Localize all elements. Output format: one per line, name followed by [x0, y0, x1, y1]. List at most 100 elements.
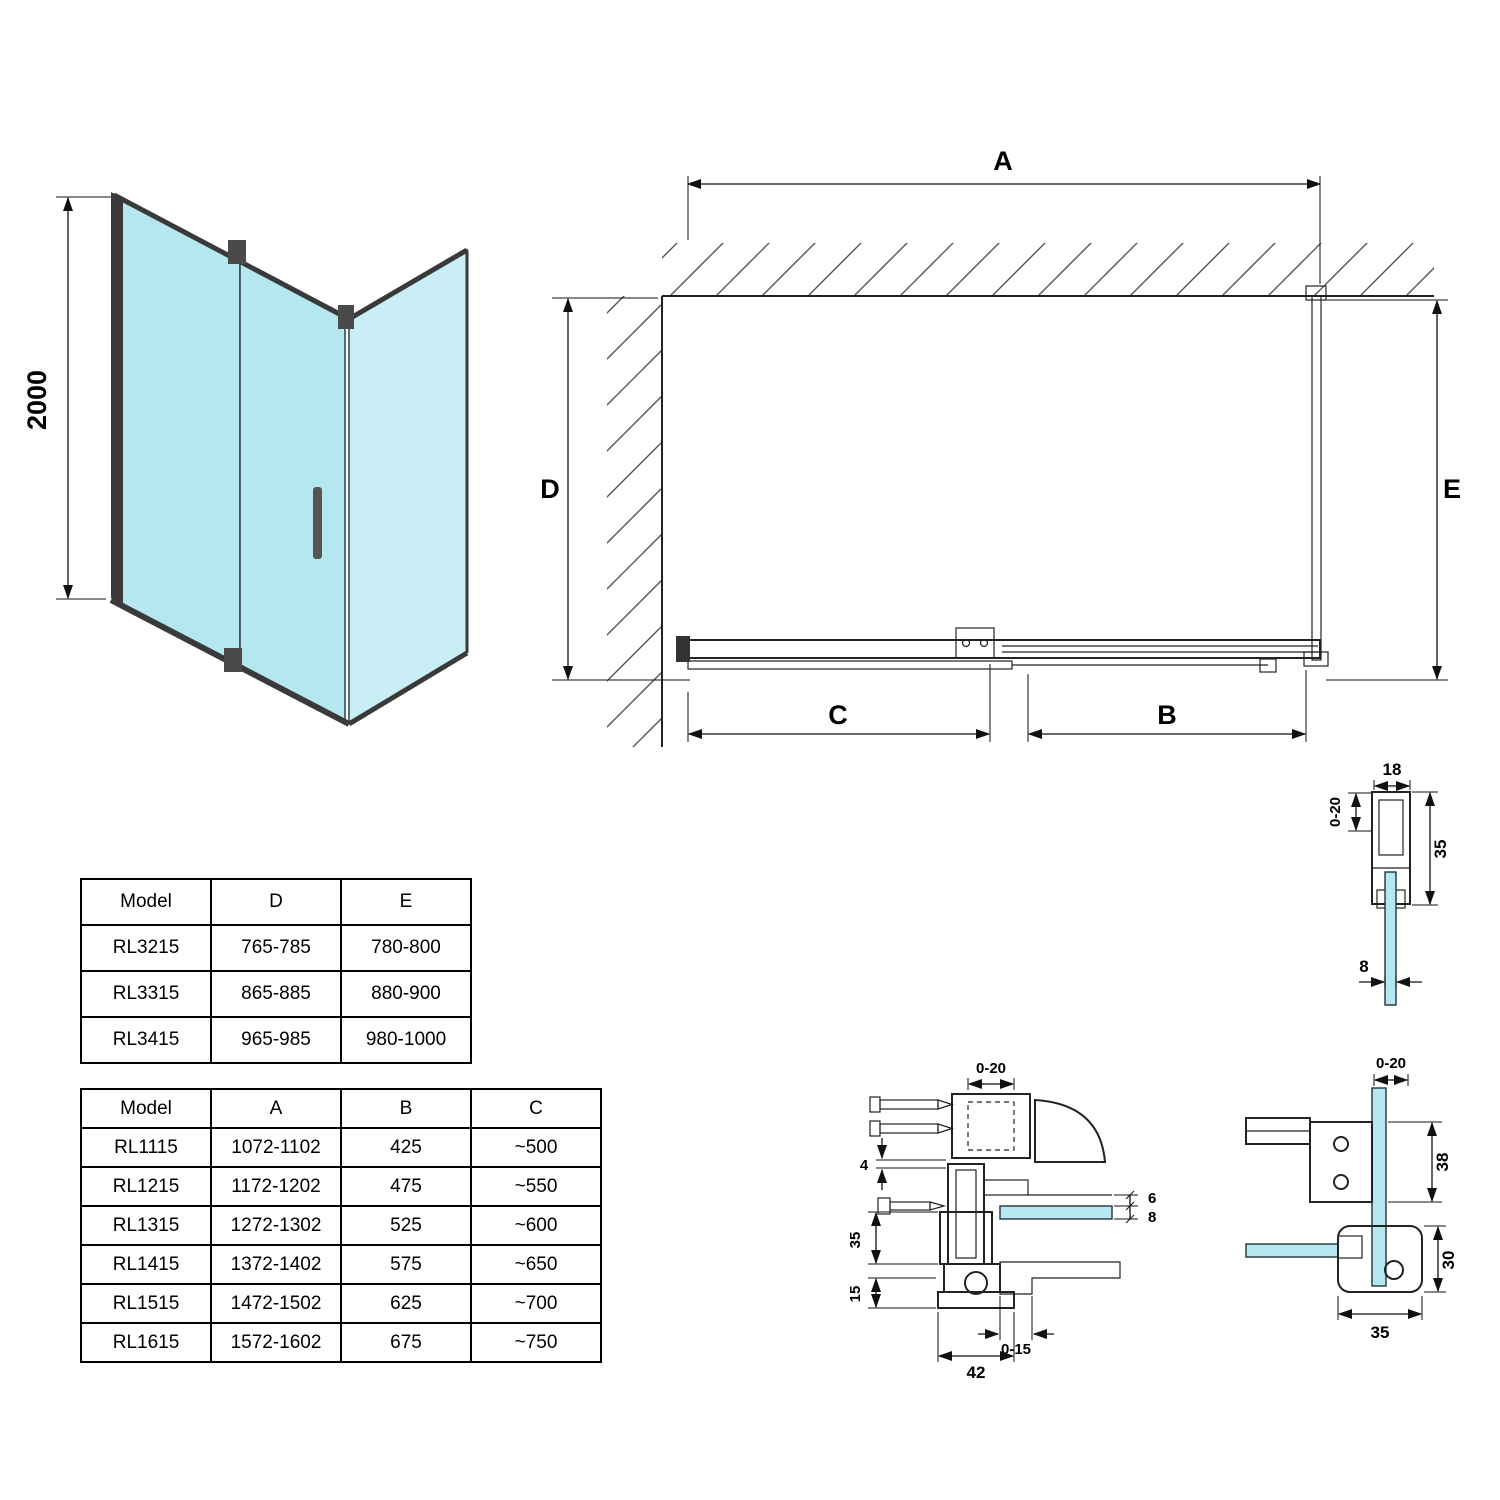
dimension-a: A	[686, 146, 1322, 284]
dimension-clearance-6: 6	[1114, 1190, 1156, 1211]
dim-label-e: E	[1443, 474, 1461, 504]
table-cell: 765-785	[210, 924, 342, 972]
column-header: Model	[80, 1088, 212, 1129]
table-cell: ~700	[470, 1283, 602, 1324]
top-roller-bracket	[228, 240, 246, 264]
wall-hatch-left	[607, 296, 662, 747]
table-cell: 475	[340, 1166, 472, 1207]
table-cell: ~500	[470, 1127, 602, 1168]
dimension-adjust-0-15: 0-15	[978, 1296, 1054, 1358]
bracket-hole-bottom	[1333, 1174, 1349, 1190]
dimension-profile-depth: 35	[1412, 791, 1450, 906]
dim-label-0-20: 0-20	[1327, 797, 1344, 827]
table-cell: 425	[340, 1127, 472, 1168]
table-cell: RL3215	[80, 924, 212, 972]
column-header: D	[210, 878, 342, 926]
door-glass-into-corner	[1245, 1243, 1339, 1258]
glass-stop-curve	[1034, 1098, 1107, 1163]
table-cell: RL3415	[80, 1016, 212, 1064]
dim-label-35-corner: 35	[1371, 1323, 1390, 1342]
dimension-profile-adjust: 0-20	[1327, 792, 1372, 832]
wall-profile-bar	[111, 192, 123, 605]
top-rail-side	[347, 247, 469, 322]
table-cell: 575	[340, 1244, 472, 1285]
dimension-block-35: 35	[1337, 1296, 1423, 1342]
adjustment-zone	[967, 1101, 1015, 1151]
dim-label-4: 4	[860, 1157, 869, 1174]
side-glass-vertical	[1371, 1087, 1387, 1287]
column-header: A	[210, 1088, 342, 1129]
iso-door-panel	[239, 261, 346, 723]
wall-anchor-block	[951, 1093, 1031, 1159]
dim-label-b: B	[1157, 700, 1177, 730]
dimension-d: D	[540, 297, 690, 681]
table-cell: 1172-1202	[210, 1166, 342, 1207]
corner-section: 0-20 38 30 35	[1245, 1055, 1458, 1342]
dimension-height: 2000	[22, 196, 112, 600]
wall-hatch-top	[662, 243, 1434, 296]
dim-label-42: 42	[967, 1363, 986, 1382]
bottom-rail-side	[347, 650, 469, 727]
dim-label-d: D	[540, 474, 560, 504]
dim-label-15: 15	[847, 1286, 864, 1303]
plan-side-panel	[1311, 295, 1322, 661]
table-cell: 1272-1302	[210, 1205, 342, 1246]
column-header: B	[340, 1088, 472, 1129]
column-header: E	[340, 878, 472, 926]
table-cell: ~650	[470, 1244, 602, 1285]
table-cell: 980-1000	[340, 1016, 472, 1064]
table-cell: 1572-1602	[210, 1322, 342, 1363]
table-cell: 675	[340, 1322, 472, 1363]
dim-label-38: 38	[1433, 1153, 1452, 1172]
dimension-b: B	[1027, 670, 1307, 742]
clamp-wedge	[983, 1179, 1029, 1196]
anchor-screw-2	[869, 1120, 954, 1137]
table-cell: RL1615	[80, 1322, 212, 1363]
dimension-depth-35: 35	[847, 1211, 938, 1265]
dim-label-0-20-wall: 0-20	[976, 1060, 1006, 1077]
wall-profile-column	[947, 1163, 985, 1265]
side-panel-corner-bracket	[1303, 651, 1329, 667]
bottom-clamp-mid	[943, 1263, 1001, 1293]
table-cell: 965-985	[210, 1016, 342, 1064]
corner-block	[1337, 1225, 1423, 1293]
profile-glass	[1384, 871, 1397, 1006]
column-header: C	[470, 1088, 602, 1129]
plan-door-track	[676, 285, 1329, 673]
dimension-base-15: 15	[847, 1277, 936, 1309]
table-cell: RL1415	[80, 1244, 212, 1285]
plan-wall-profile	[676, 636, 690, 662]
dimension-corner-adjust: 0-20	[1373, 1055, 1409, 1086]
dimension-profile-width: 18	[1373, 760, 1411, 792]
table-cell: RL1115	[80, 1127, 212, 1168]
iso-side-panel	[348, 248, 468, 724]
dim-label-35: 35	[1431, 840, 1450, 859]
dimension-c: C	[687, 664, 991, 742]
dim-label-18: 18	[1383, 760, 1402, 779]
iso-fixed-panel	[117, 197, 241, 669]
height-dim-label: 2000	[22, 370, 52, 430]
roller-carriage	[955, 627, 995, 659]
table-cell: RL3315	[80, 970, 212, 1018]
dimension-wall-adjust: 0-20	[967, 1060, 1015, 1090]
door-handle	[313, 487, 322, 559]
dimension-glass-8: 8	[1114, 1206, 1156, 1226]
column-header: Model	[80, 878, 212, 926]
corner-bracket	[338, 305, 354, 329]
table-cell: RL1215	[80, 1166, 212, 1207]
dimension-e: E	[1326, 299, 1461, 681]
adjust-screw	[877, 1197, 947, 1215]
wall-profile-section: 0-20 4 35	[847, 1060, 1156, 1382]
table-cell: 880-900	[340, 970, 472, 1018]
table-cell: 1372-1402	[210, 1244, 342, 1285]
plan-sliding-door	[687, 660, 1013, 670]
bottom-base-plate	[937, 1291, 1015, 1309]
